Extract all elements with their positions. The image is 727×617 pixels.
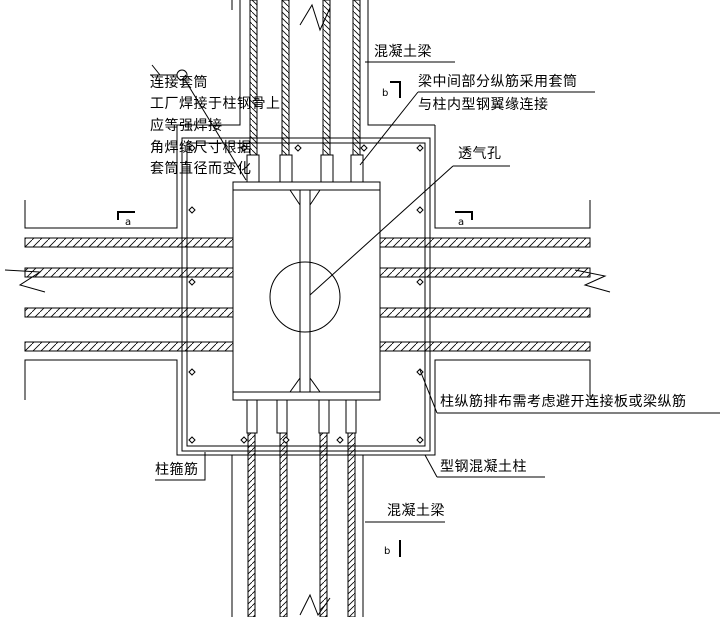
column-rebar-dot xyxy=(188,436,196,444)
label-sleeve-title: 连接套筒 xyxy=(150,75,208,91)
couplers xyxy=(246,154,364,434)
section-marks xyxy=(117,81,473,557)
label-column-stirrup: 柱箍筋 xyxy=(155,462,199,478)
column-rebar-dot xyxy=(416,278,424,286)
label-beam-rebar-line2: 与柱内型钢翼缘连接 xyxy=(418,97,549,113)
section-mark-b-top: b xyxy=(382,88,389,99)
column-rebar-dot xyxy=(188,278,196,286)
column-rebar-dots xyxy=(188,144,424,444)
label-beam-bottom: 混凝土梁 xyxy=(387,503,445,519)
column-rebar-dot xyxy=(240,436,248,444)
column-rebar-dot xyxy=(240,144,248,152)
label-sleeve-line3: 应等强焊接 xyxy=(150,118,223,134)
vent-hole-circle xyxy=(269,261,341,333)
label-sleeve-line2: 工厂焊接于柱钢骨上 xyxy=(150,96,281,112)
section-mark-a-right: a xyxy=(458,217,465,228)
column-rebar-dot xyxy=(360,144,368,152)
column-rebar-dot xyxy=(294,144,302,152)
section-mark-a-left: a xyxy=(125,217,132,228)
column-rebar-dot xyxy=(188,206,196,214)
column-rebar-dot xyxy=(416,436,424,444)
section-mark-b-bottom: b xyxy=(384,546,391,557)
label-vent-hole: 透气孔 xyxy=(458,146,502,162)
column-outline xyxy=(181,137,431,452)
column-rebar-dot xyxy=(336,436,344,444)
bottom-beam-rebars xyxy=(247,432,356,617)
column-rebar-dot xyxy=(188,368,196,376)
label-src-column: 型钢混凝土柱 xyxy=(440,459,527,475)
label-sleeve-line4: 角焊缝尺寸根据 xyxy=(150,140,252,156)
label-column-rebar-note: 柱纵筋排布需考虑避开连接板或梁纵筋 xyxy=(440,394,687,410)
column-rebar-dot xyxy=(416,144,424,152)
label-beam-top: 混凝土梁 xyxy=(374,44,432,60)
label-sleeve-line5: 套筒直径而变化 xyxy=(150,161,252,177)
column-rebar-dot xyxy=(282,436,290,444)
top-beam-rebars xyxy=(249,0,361,156)
steel-section xyxy=(232,181,381,401)
leader-lines xyxy=(150,61,720,523)
column-rebar-dot xyxy=(188,144,196,152)
label-beam-rebar-line1: 梁中间部分纵筋采用套筒 xyxy=(418,74,578,90)
column-rebar-dot xyxy=(416,206,424,214)
